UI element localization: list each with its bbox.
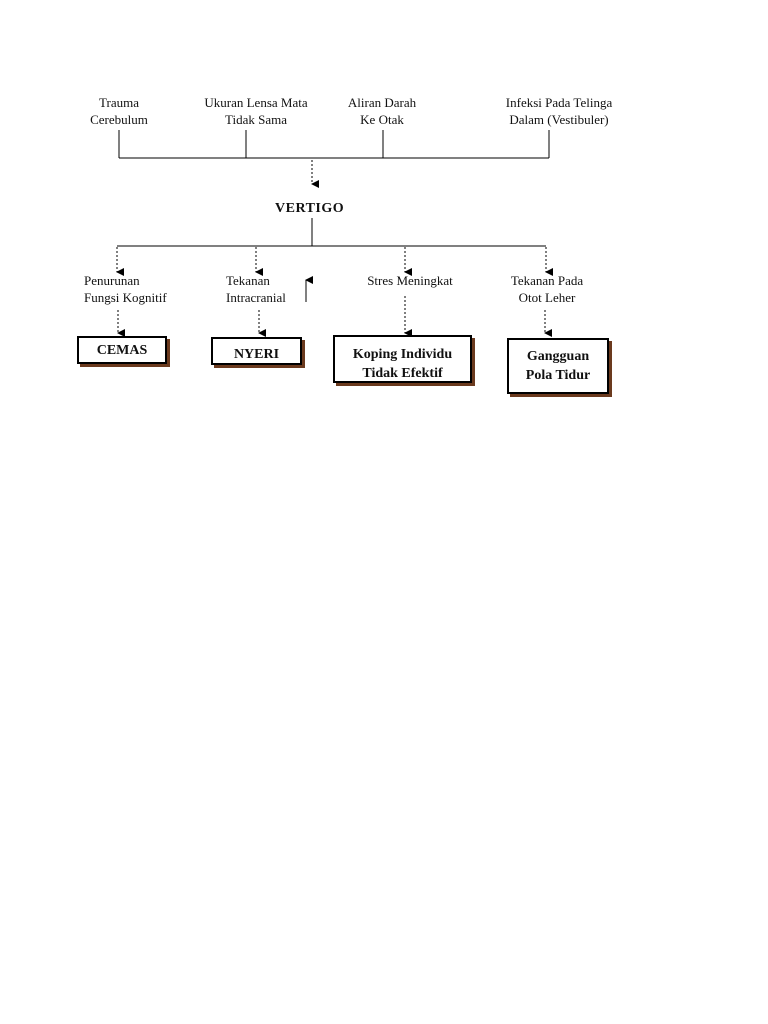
diagnosis-label: Gangguan Pola Tidur [525,349,591,383]
effect-label: Tekanan Pada Otot Leher [510,273,584,305]
cause-label: Ukuran Lensa Mata Tidak Sama [204,95,308,127]
diagnosis-label: Koping Individu Tidak Efektif [352,347,453,381]
effect-label: Tekanan Intracranial [226,273,286,305]
cause-label: Trauma Cerebulum [90,95,148,127]
diagnosis-box: CEMAS [77,336,167,364]
diagnosis-label: CEMAS [96,342,148,358]
diagnosis-label: NYERI [233,347,280,362]
cause-label: Aliran Darah Ke Otak [347,95,417,127]
diagnosis-box: Koping Individu Tidak Efektif [333,335,472,383]
vertigo-node: VERTIGO [275,201,345,216]
effect-label: Stres Meningkat [367,273,453,288]
diagnosis-box: NYERI [211,337,302,365]
diagnosis-box: Gangguan Pola Tidur [507,338,609,394]
effect-label: Penurunan Fungsi Kognitif [84,273,167,305]
cause-label: Infeksi Pada Telinga Dalam (Vestibuler) [505,95,613,127]
